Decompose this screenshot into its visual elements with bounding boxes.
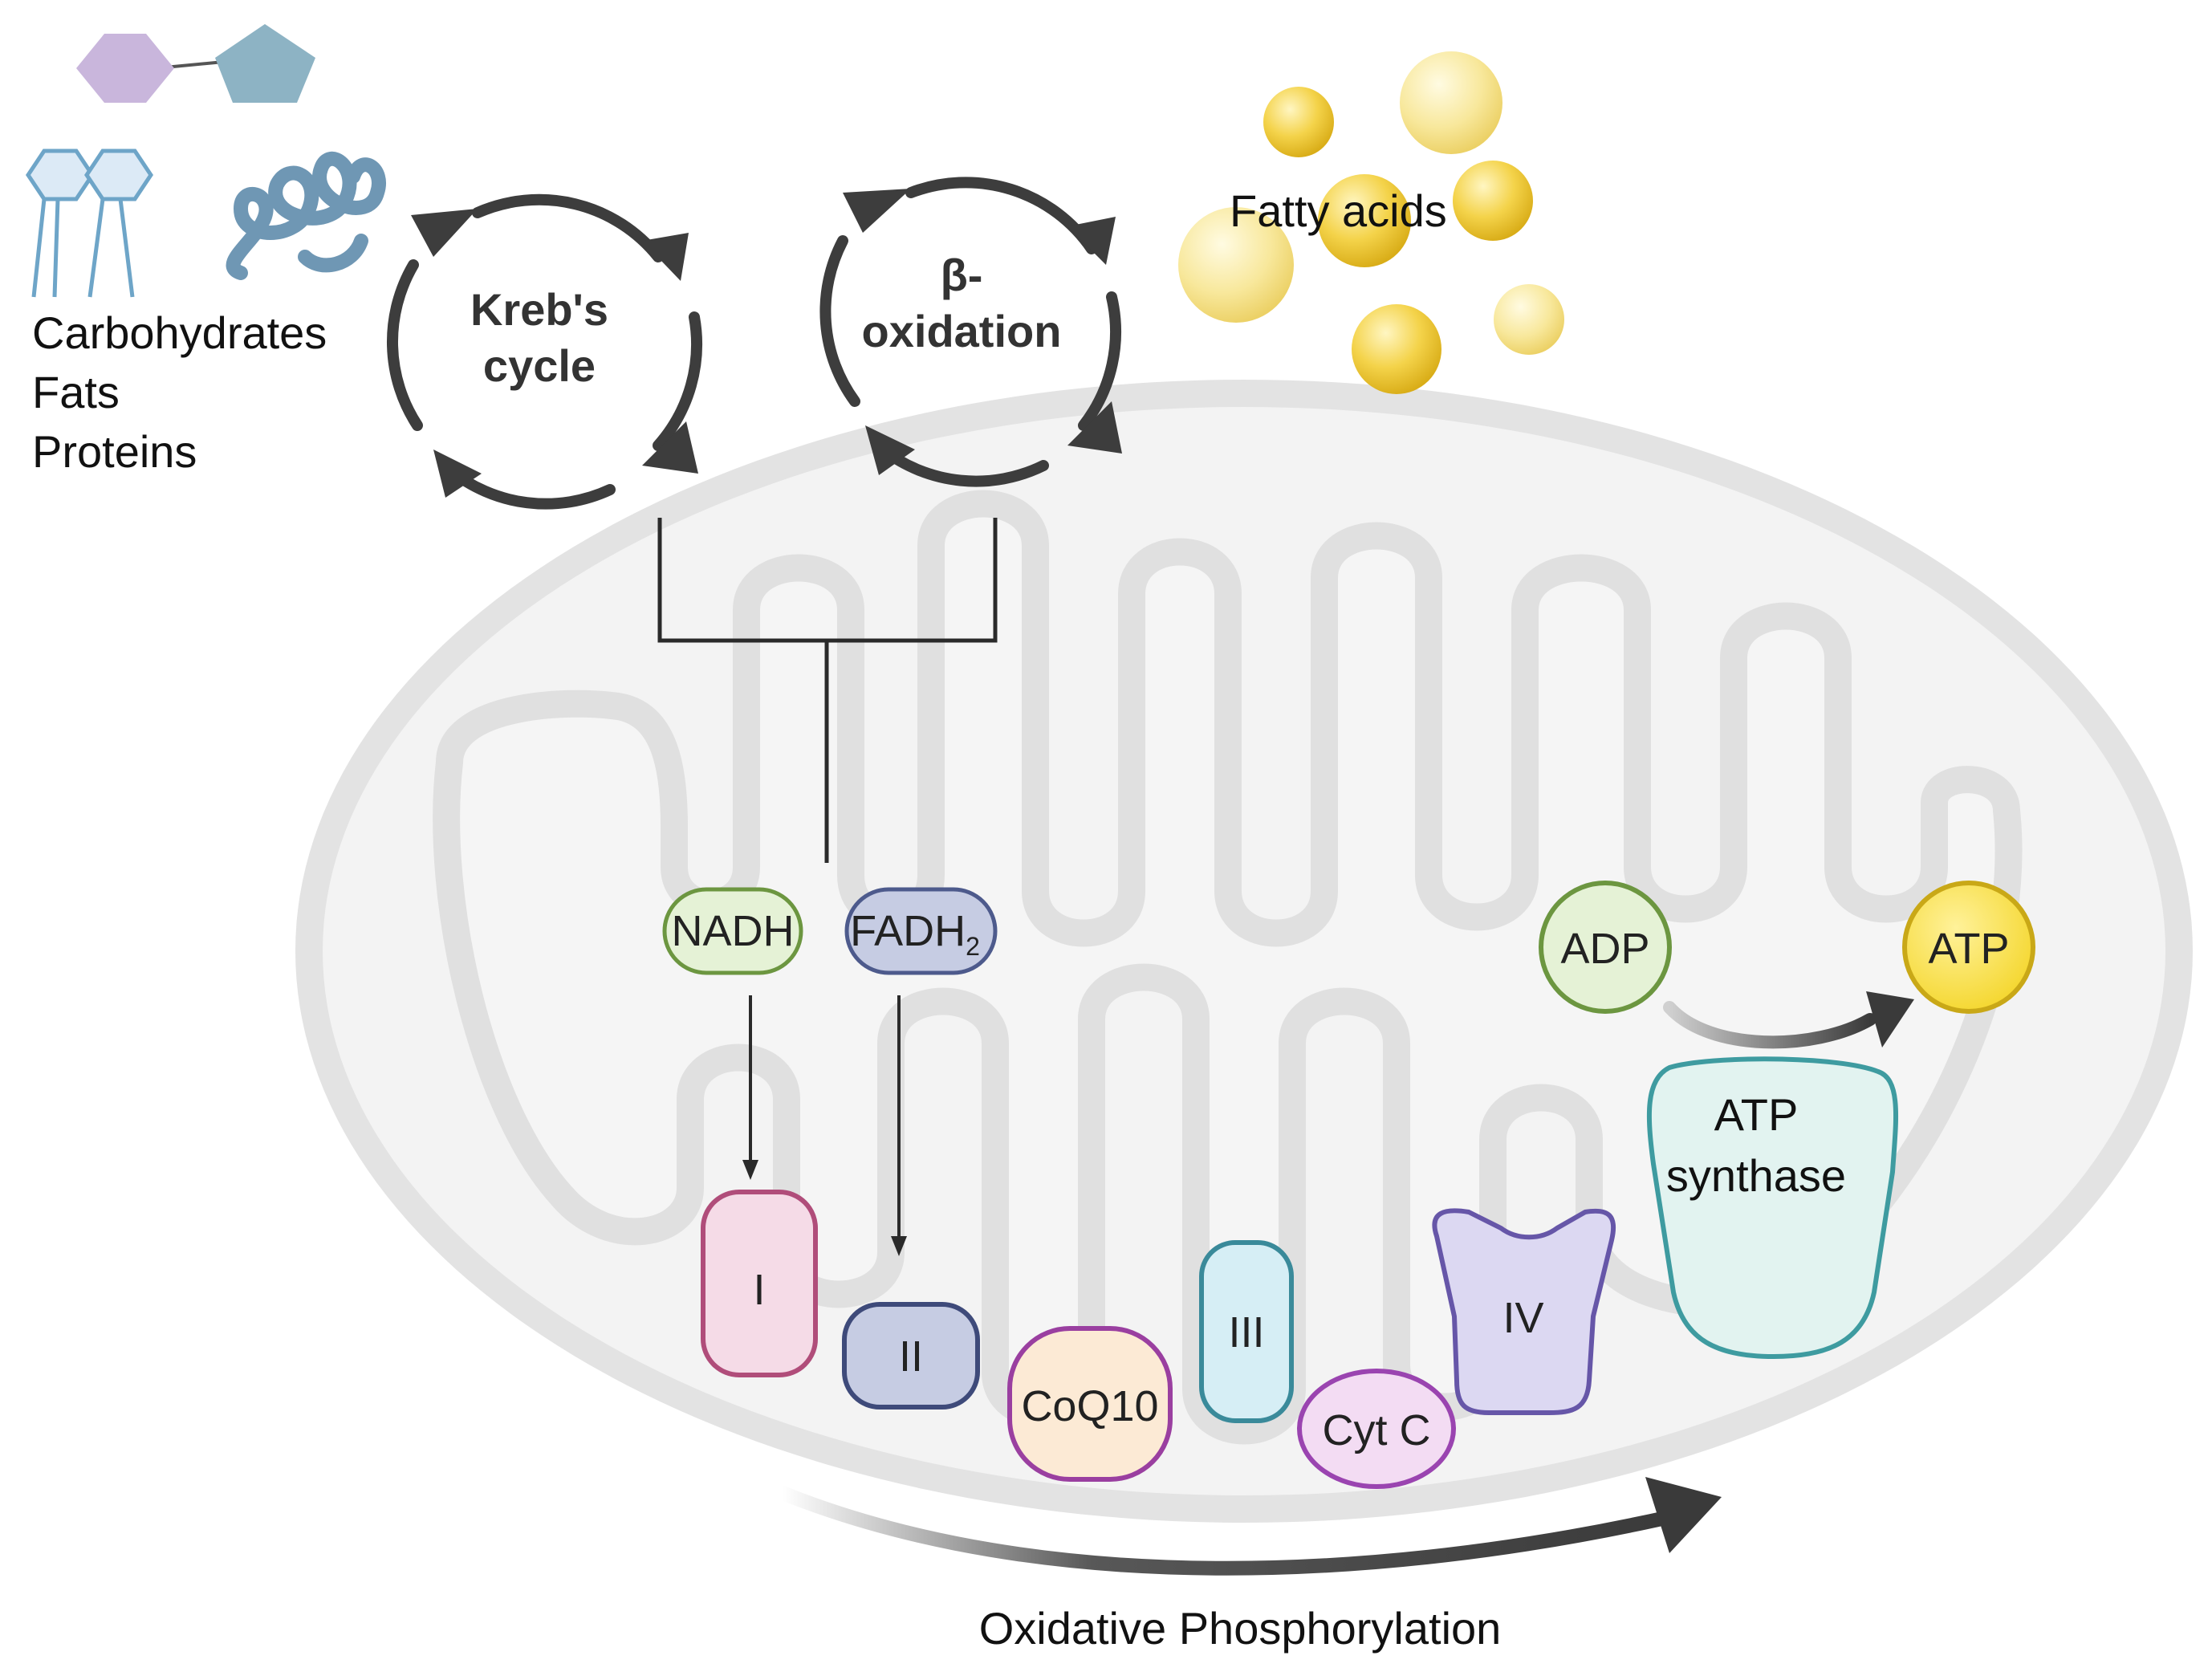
- hexagon-sugar-icon: [76, 34, 174, 103]
- molecule-labels: Carbohydrates Fats Proteins: [32, 307, 327, 477]
- fatty-acid-droplets: [1178, 51, 1564, 394]
- svg-text:NADH: NADH: [671, 907, 794, 955]
- fadh-subscript: 2: [966, 932, 980, 961]
- svg-text:synthase: synthase: [1666, 1150, 1846, 1201]
- inner-membrane-cristae: [433, 490, 2023, 1445]
- beta-oxidation-label-line1: β-: [941, 250, 983, 300]
- fat-droplet: [1178, 207, 1294, 323]
- fadh2-carrier: FADH2: [844, 887, 998, 975]
- atp-synthase: ATP synthase: [1646, 1056, 1899, 1359]
- carrier-arrows: [742, 995, 907, 1256]
- oxidative-phosphorylation-arrowhead: [1645, 1477, 1722, 1553]
- fat-droplet: [1263, 87, 1334, 157]
- convergence-bracket: [657, 518, 998, 863]
- fat-droplet: [1352, 304, 1441, 394]
- fat-droplet: [1400, 51, 1502, 154]
- cytochrome-c: Cyt C: [1297, 1369, 1456, 1489]
- adp-node: ADP: [1539, 881, 1672, 1014]
- phospholipid-icon: [25, 148, 154, 298]
- coq10: CoQ10: [1007, 1326, 1173, 1482]
- fadh-base: FADH: [850, 907, 966, 955]
- adp-to-atp-arrowhead: [1866, 991, 1914, 1048]
- svg-text:ATP: ATP: [1928, 925, 2009, 973]
- svg-text:IV: IV: [1502, 1294, 1543, 1342]
- carbohydrates-label: Carbohydrates: [32, 307, 327, 358]
- pentagon-sugar-icon: [215, 24, 315, 103]
- krebs-cycle-label-line2: cycle: [483, 340, 596, 391]
- fatty-acids-label: Fatty acids: [1230, 185, 1447, 236]
- beta-oxidation-arrowheads: [843, 189, 1122, 475]
- oxidative-phosphorylation-arrow: [775, 1486, 1677, 1576]
- atp-node: ATP: [1902, 881, 2035, 1014]
- oxidative-phosphorylation-label: Oxidative Phosphorylation: [979, 1603, 1502, 1654]
- complex-iii: III: [1199, 1240, 1294, 1423]
- krebs-cycle-label-line1: Kreb's: [470, 284, 608, 335]
- protein-coil-icon: [226, 151, 386, 280]
- beta-oxidation-label-line2: oxidation: [862, 306, 1062, 356]
- macromolecule-icons: [25, 24, 386, 298]
- krebs-cycle-arrowheads: [411, 209, 698, 498]
- svg-text:CoQ10: CoQ10: [1021, 1382, 1158, 1430]
- svg-text:ATP: ATP: [1714, 1089, 1799, 1140]
- fat-droplet: [1494, 284, 1564, 355]
- complex-i: I: [701, 1190, 818, 1377]
- svg-text:II: II: [899, 1332, 923, 1381]
- adp-to-atp-arrow: [1663, 1001, 1877, 1049]
- complex-iv: IV: [1432, 1208, 1616, 1415]
- complex-ii: II: [842, 1302, 980, 1410]
- svg-text:ADP: ADP: [1560, 925, 1649, 973]
- proteins-label: Proteins: [32, 426, 197, 477]
- svg-text:III: III: [1228, 1308, 1264, 1357]
- fat-droplet: [1318, 174, 1411, 267]
- svg-text:Cyt C: Cyt C: [1323, 1406, 1431, 1454]
- fats-label: Fats: [32, 367, 120, 417]
- svg-text:FADH2: FADH2: [850, 907, 980, 961]
- fat-droplet: [1453, 161, 1533, 241]
- svg-text:I: I: [753, 1266, 765, 1314]
- nadh-carrier: NADH: [662, 887, 803, 975]
